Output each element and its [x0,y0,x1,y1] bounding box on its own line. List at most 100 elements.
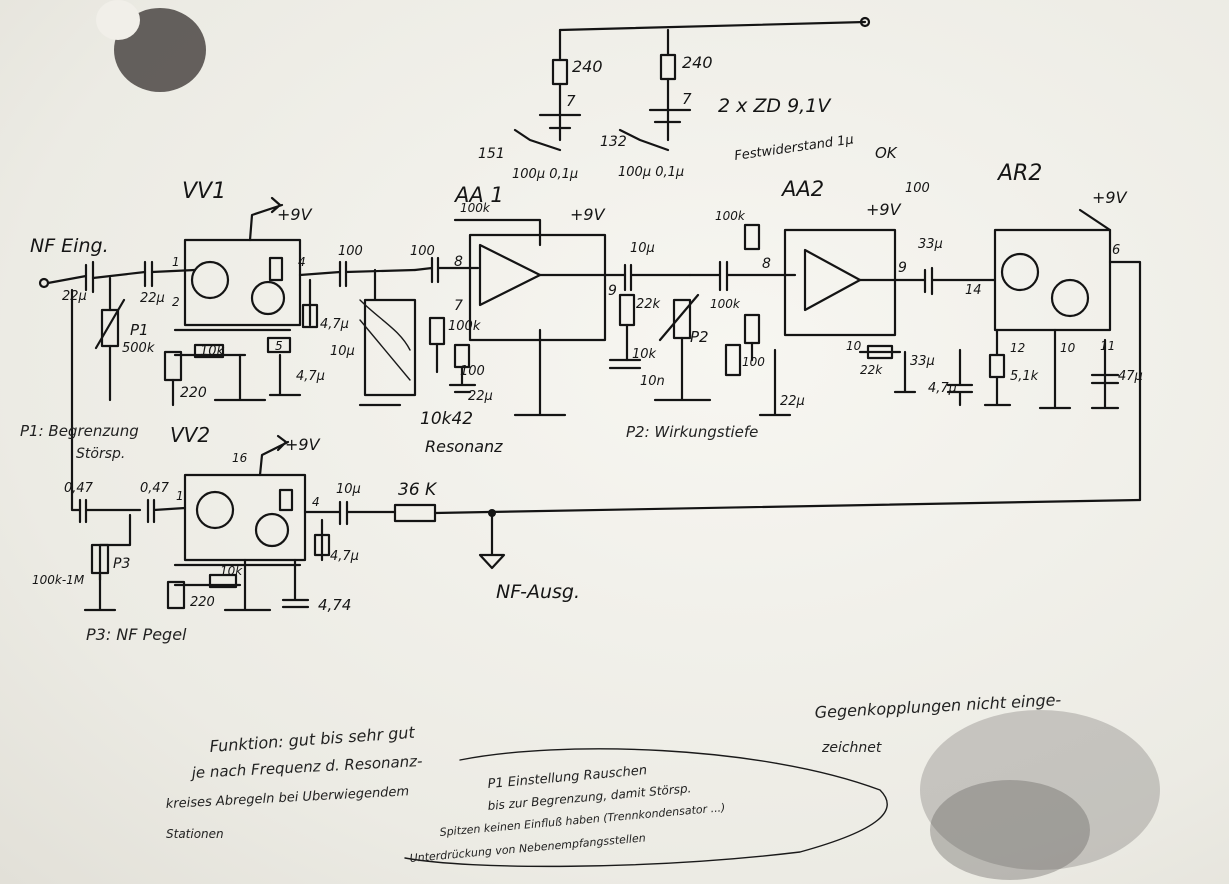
stage-vv2: VV2 [170,423,210,447]
label-c47u-b: 4,7µ [320,317,349,332]
pin-7-a: 7 [566,92,576,110]
smudge [920,710,1160,870]
r240-label-b: 240 [682,53,713,72]
label-r100k-c: 100k [710,297,741,311]
pin-label: 7 [454,298,463,314]
label-c10u-c: 10µ [336,482,361,497]
transistor-ar2-a [1000,252,1040,292]
label-r100-c: 100 [905,181,930,196]
resistor-36k [393,503,437,523]
label-c10n: 10n [640,374,665,389]
caption-function-3: kreises Abregeln bei Uberwiegendem [165,784,409,812]
pin-label: 9 [608,283,617,299]
label-r22k: 22k [636,297,661,312]
resistor-240-a [551,58,569,86]
supply-labels: +9V +9V +9V +9V +9V [277,188,1128,454]
io-labels: NF Eing. NF-Ausg. [30,235,580,603]
input-label: NF Eing. [30,235,109,257]
pin-label: 5 [275,339,283,353]
pin-label: 2 [172,295,180,309]
label-p3-val: 100k-1M [32,573,85,587]
stage-ar2: AR2 [996,161,1042,186]
pin-label: 4 [312,495,320,509]
pin-label: 6 [1112,243,1120,258]
label-r22k-b: 22k [860,363,883,377]
label-c22u-c: 22µ [468,389,493,404]
label-c47-b: 4,7µ [928,381,957,396]
paper-tear [96,0,140,40]
label-r220: 220 [180,385,207,401]
stage-aa2: AA2 [780,177,824,201]
label-r10k: 10k [200,344,225,359]
label-c22u: 22µ [62,289,87,304]
stage-labels: VV1 VV2 AA 1 AA2 AR2 [170,161,1042,447]
supply-9v-aa2: +9V [866,200,902,219]
caption-p2: P2: Wirkungstiefe [626,423,758,441]
transistor-vv2-a [195,490,235,530]
pin-label: 12 [1010,341,1025,355]
label-p1: P1 [130,321,149,339]
pin-label: 16 [232,451,248,465]
label-c33u: 33µ [910,354,935,369]
label-c047-b: 0,47 [140,481,170,496]
transistor-ar2-b [1050,278,1090,318]
pin-labels: 1 2 4 5 8 7 9 8 9 10 14 12 10 11 6 16 4 … [172,243,1120,509]
label-c047: 0,47 [64,481,94,496]
label-c22u-d: 22µ [780,394,805,409]
note-outline [404,748,888,868]
label-r100-b: 100 [742,355,765,369]
label-c47u-d: 4,7µ [330,549,359,564]
label-p2: P2 [690,328,709,346]
supply-section: 240 240 7 7 151 132 100µ 0,1µ 100µ 0,1µ … [478,16,871,182]
caption-function-1: Funktion: gut bis sehr gut [209,723,416,756]
pin-label: 8 [762,256,771,272]
zener-label: 2 x ZD 9,1V [718,95,832,117]
caption-p1-2: Störsp. [76,446,125,462]
caption-right-2: zeichnet [821,740,882,756]
supply-9v-vv1: +9V [277,205,313,224]
potentiometer-p3 [90,543,110,575]
supply-9v-vv2: +9V [285,435,321,454]
transistor-vv2-b [254,512,290,548]
label-c47u-c: 47µ [1118,369,1143,384]
pin-label: 8 [454,254,463,270]
label-r100k-top: 100k [460,201,491,215]
caption-p1eff-3: Spitzen keinen Einfluß haben (Trennkonde… [439,801,726,839]
label-r10k42: 10k42 [420,409,473,429]
label-r100k: 100k [448,319,481,334]
opamp-aa1 [478,243,542,307]
label-r10k-c: 10k [220,564,243,578]
label-r220-b: 220 [190,595,215,610]
pin-label: 9 [898,260,907,276]
label-c10u: 10µ [330,344,355,359]
label-c47u: 4,7µ [296,369,325,384]
pin-label: 10 [846,339,862,353]
supply-9v-ar2: +9V [1092,188,1128,207]
label-c22u-b: 22µ [140,291,165,306]
label-p3: P3 [113,556,130,572]
output-label: NF-Ausg. [496,581,580,603]
ic-151-label: 151 [478,146,505,162]
label-r36k: 36 K [398,480,438,500]
caption-p1-1: P1: Begrenzung [20,422,139,440]
transistor-vv1-b [250,280,286,316]
label-resonanz: Resonanz [425,437,503,456]
pin-7-b: 7 [682,90,692,108]
label-c10u-b: 10µ [630,241,655,256]
label-c100-b: 100 [410,244,435,259]
pin-label: 10 [1060,341,1076,355]
label-festwiderstand: Festwiderstand 1µ [733,132,854,164]
label-r10k-b: 10k [632,347,657,362]
caption-p3: P3: NF Pegel [86,625,187,644]
cap-pair-label-b: 100µ 0,1µ [618,165,684,180]
label-r100k-b: 100k [715,209,746,223]
ic-132-label: 132 [600,134,627,150]
transistor-vv1-a [190,260,230,300]
stage-aa1: AA 1 [453,183,504,207]
stage-vv1: VV1 [182,179,226,204]
cap-pair-label-a: 100µ 0,1µ [512,167,578,182]
pin-label: 11 [1100,339,1115,353]
caption-function-4: Stationen [166,827,224,841]
label-c474: 4,74 [318,596,351,614]
